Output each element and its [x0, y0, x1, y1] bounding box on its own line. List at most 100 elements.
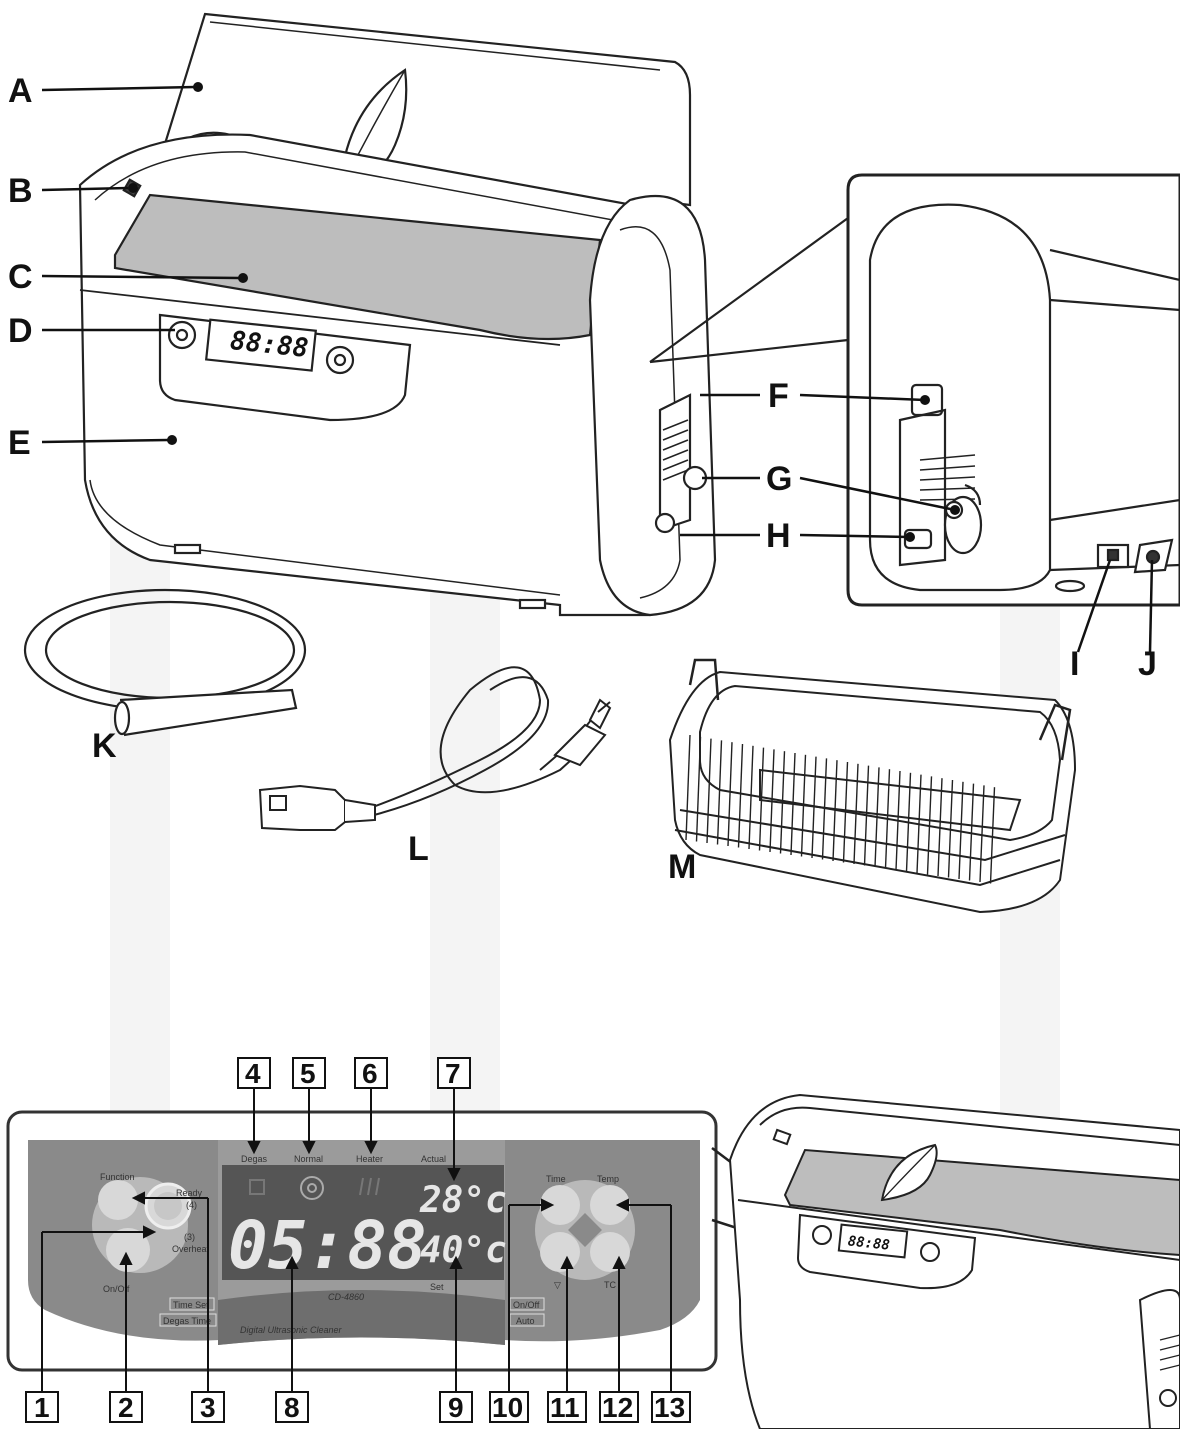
- tank: [113, 193, 602, 341]
- basket-bar: [958, 781, 964, 880]
- num-6: 6: [362, 1058, 378, 1089]
- basket-bar: [905, 772, 912, 872]
- temp-button[interactable]: [590, 1185, 630, 1225]
- callout-dots: [128, 82, 248, 445]
- down-button[interactable]: [540, 1232, 580, 1272]
- num-13: 13: [654, 1392, 685, 1423]
- side-zoom-inset: [649, 173, 1180, 607]
- num-10: 10: [492, 1392, 523, 1423]
- basket-bar: [853, 763, 859, 865]
- callout-A: A: [8, 72, 33, 110]
- num-7: 7: [445, 1058, 461, 1089]
- callout-D: D: [8, 312, 33, 350]
- basket-bar: [695, 736, 702, 842]
- basket-bar: [748, 745, 754, 850]
- basket-bar: [706, 738, 712, 844]
- number-leaders: [41, 1088, 672, 1392]
- callout-I: I: [1070, 645, 1079, 683]
- num-9: 9: [448, 1392, 464, 1423]
- basket-bar: [821, 758, 828, 860]
- label-ready-sub: (4): [186, 1200, 197, 1210]
- model-label: CD-4860: [328, 1292, 364, 1302]
- basket-bar: [842, 761, 849, 863]
- num-8: 8: [284, 1392, 300, 1423]
- basket-bar: [863, 765, 870, 866]
- indicator-normal: Normal: [294, 1154, 323, 1164]
- basket-bar: [737, 743, 744, 848]
- callout-L: L: [408, 830, 429, 868]
- label-ready: Ready: [176, 1188, 203, 1198]
- display-time: 05:88: [228, 1207, 427, 1284]
- label-temp: Temp: [597, 1174, 619, 1184]
- basket-bar: [874, 767, 880, 868]
- label-tc: TC: [604, 1280, 616, 1290]
- indicator-icons: [249, 1176, 380, 1200]
- callout-B: B: [8, 172, 33, 210]
- function-button[interactable]: [98, 1180, 138, 1220]
- basket: [668, 658, 1077, 914]
- display-temp-actual: 28°c: [419, 1180, 507, 1221]
- callout-M: M: [668, 848, 696, 886]
- basket-bar: [916, 774, 922, 874]
- side-panel: [588, 195, 717, 617]
- indicator-heater: Heater: [356, 1154, 383, 1164]
- small-machine-display: 88:88: [847, 1233, 891, 1253]
- display-set-label: Set: [430, 1282, 444, 1292]
- power-cord: [258, 666, 612, 831]
- basket-bar: [884, 769, 891, 869]
- ultrasonic-cleaner: [78, 12, 717, 617]
- number-boxes: [25, 1057, 691, 1423]
- num-11: 11: [550, 1392, 580, 1423]
- label-left-small1: Time Set: [173, 1300, 209, 1310]
- basket-bar: [779, 751, 786, 854]
- callout-F: F: [768, 377, 789, 415]
- display-temp-set: 40°c: [420, 1230, 507, 1271]
- callout-J: J: [1138, 645, 1157, 683]
- callout-leaders: [41, 85, 1154, 653]
- callout-H: H: [766, 517, 791, 555]
- label-right-small1: On/Off: [513, 1300, 540, 1310]
- indicator-degas: Degas: [241, 1154, 268, 1164]
- num-3: 3: [200, 1392, 216, 1423]
- basket-bar: [758, 747, 765, 851]
- num-5: 5: [300, 1058, 316, 1089]
- right-buttons: [535, 1180, 635, 1280]
- basket-bar: [947, 779, 954, 878]
- basket-bar: [685, 734, 691, 841]
- console-display: [204, 318, 318, 372]
- callout-G: G: [766, 460, 792, 498]
- time-button[interactable]: [540, 1185, 580, 1225]
- num-2: 2: [118, 1392, 134, 1423]
- callout-C: C: [8, 258, 33, 296]
- callout-K: K: [92, 727, 117, 765]
- basket-bar: [926, 776, 933, 875]
- small-cleaner-view: [711, 1093, 1180, 1429]
- basket-bar: [937, 778, 943, 877]
- indicator-actual: Actual: [421, 1154, 446, 1164]
- label-overheat: Overheat: [172, 1244, 210, 1254]
- label-function: Function: [100, 1172, 135, 1182]
- num-4: 4: [245, 1058, 261, 1089]
- label-left-small2: Degas Time: [163, 1316, 211, 1326]
- basket-bar: [989, 787, 996, 884]
- num-1: 1: [34, 1392, 50, 1423]
- basket-bar: [895, 770, 901, 871]
- basket-bar: [800, 754, 807, 857]
- basket-bar: [979, 785, 985, 883]
- basket-bar: [716, 740, 723, 845]
- basket-bar: [811, 756, 817, 859]
- callout-E: E: [8, 424, 31, 462]
- onoff-button[interactable]: [106, 1228, 150, 1272]
- basket-bar: [769, 749, 775, 853]
- basket-bar: [790, 752, 796, 856]
- label-right-small2: Auto: [516, 1316, 535, 1326]
- drain-hose: [23, 588, 307, 737]
- label-down: ▽: [554, 1280, 561, 1290]
- basket-bar: [968, 783, 975, 881]
- basket-bar: [727, 742, 733, 847]
- num-12: 12: [602, 1392, 633, 1423]
- label-overheat-sub: (3): [184, 1232, 195, 1242]
- label-onoff: On/Off: [103, 1284, 130, 1294]
- label-time: Time: [546, 1174, 566, 1184]
- basket-bar: [832, 760, 838, 862]
